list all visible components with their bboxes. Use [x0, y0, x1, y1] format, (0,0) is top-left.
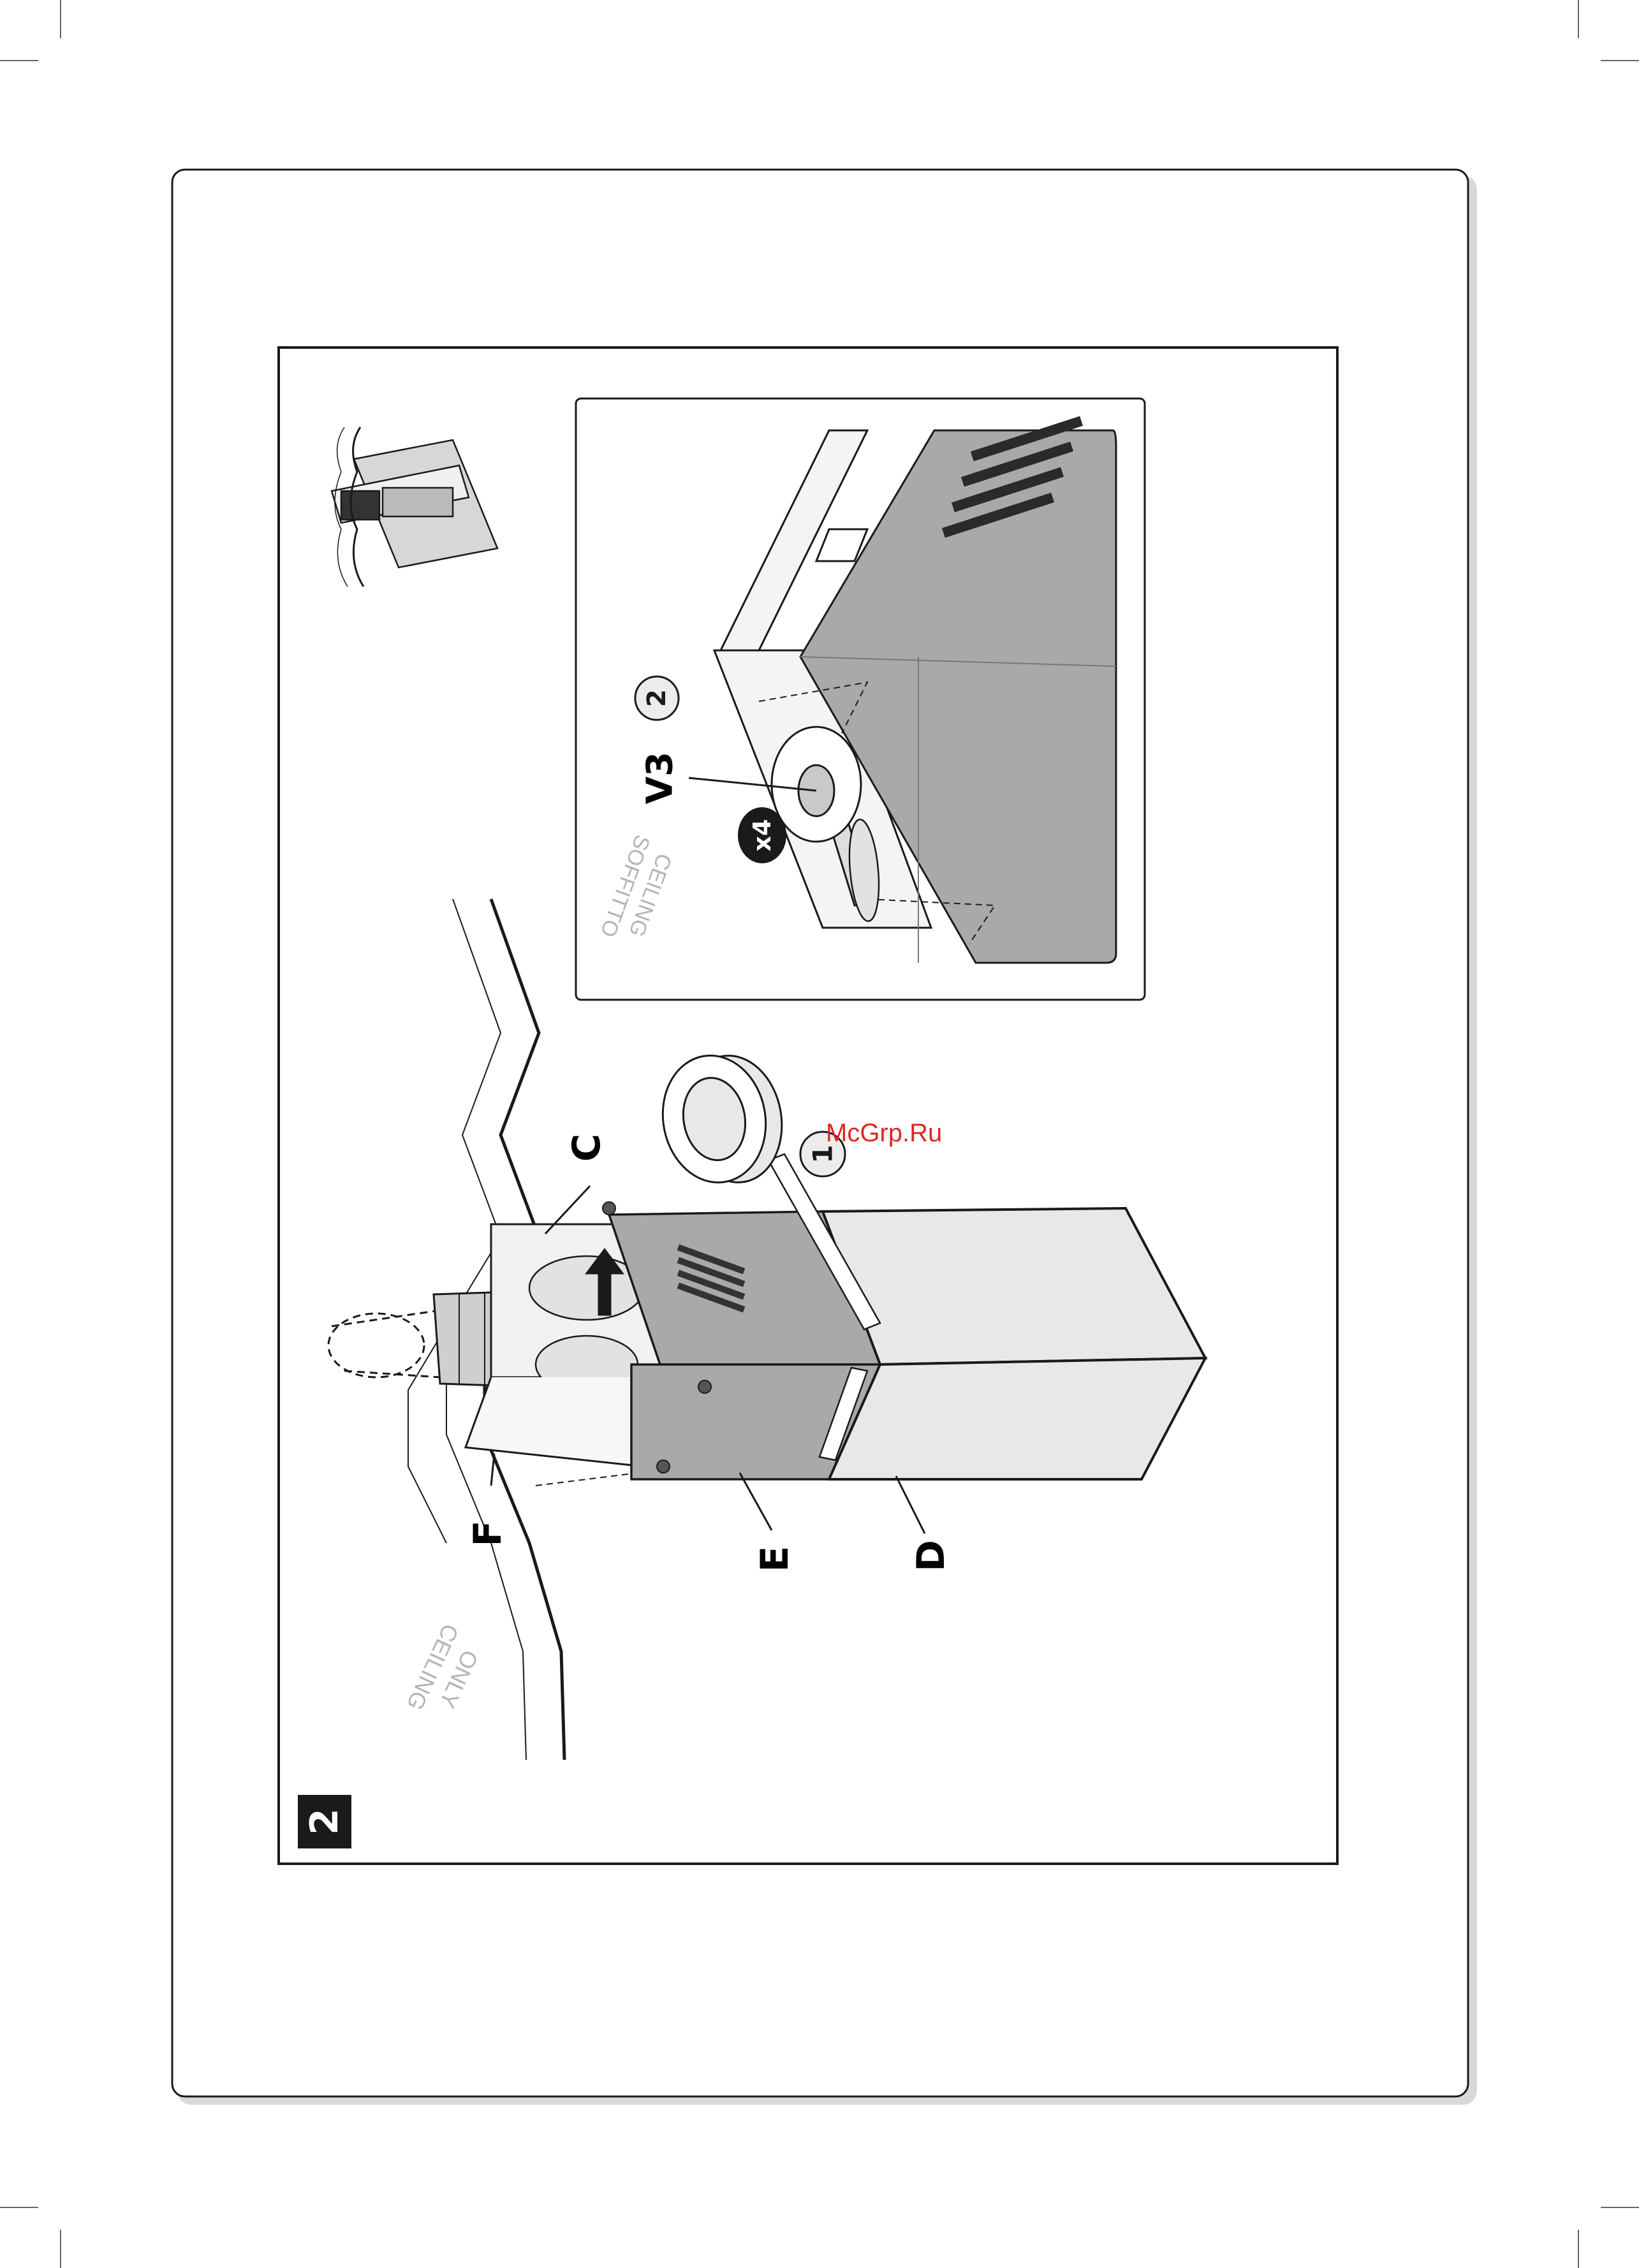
- circle-number-2-text: 2: [642, 689, 672, 707]
- watermark: McGrp.Ru: [826, 1119, 942, 1147]
- label-c: C: [564, 1134, 609, 1162]
- label-f: F: [466, 1521, 510, 1547]
- label-d: D: [909, 1540, 953, 1572]
- circle-number-1-text: 1: [807, 1145, 839, 1163]
- circle-number-2: 2: [635, 677, 679, 720]
- quantity-badge-text: x4: [748, 819, 776, 852]
- label-e: E: [753, 1546, 797, 1572]
- step-number: 2: [302, 1808, 347, 1835]
- quantity-badge: x4: [738, 807, 786, 863]
- label-v3: V3: [640, 752, 681, 804]
- step-number-badge: 2: [298, 1795, 351, 1848]
